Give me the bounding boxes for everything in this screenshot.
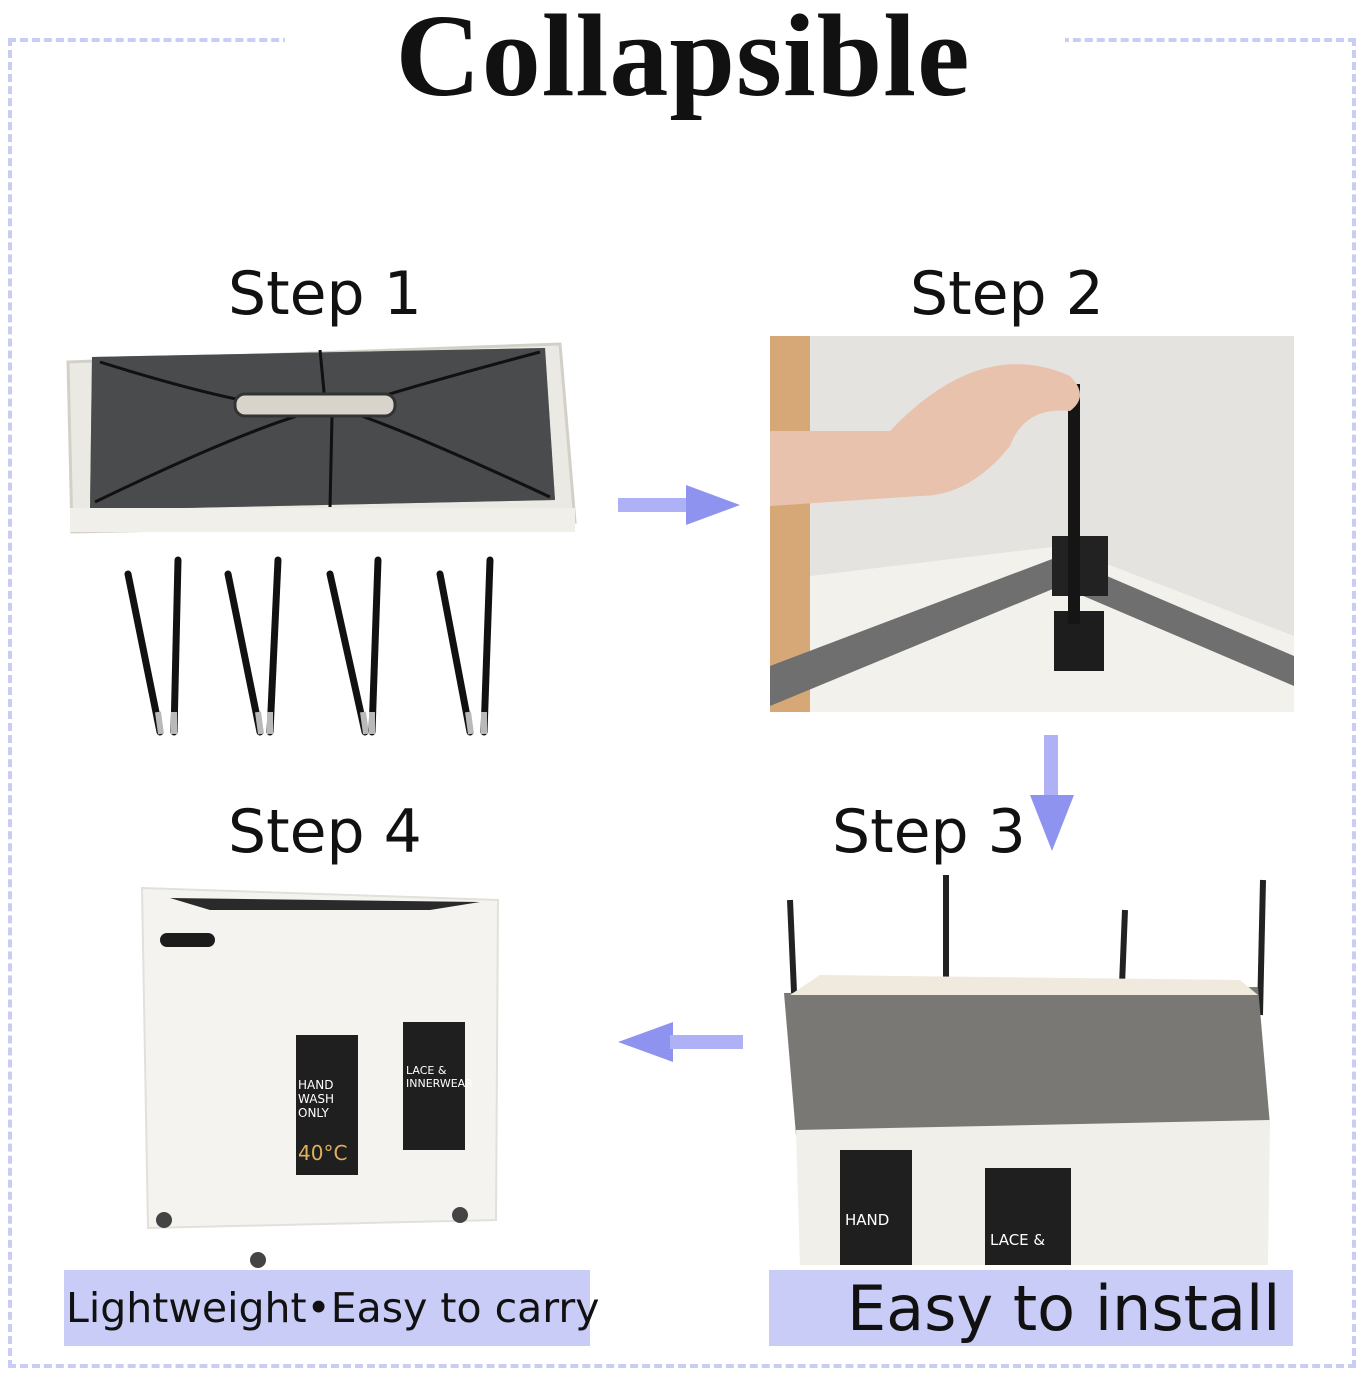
step-2-label: Step 2 (910, 259, 1104, 329)
step-1-photo (60, 332, 600, 742)
hand-wash-tag: HAND (298, 1078, 334, 1092)
step3-lace-label: LACE & (990, 1231, 1045, 1249)
arrow-down-icon (1030, 735, 1074, 851)
arrow-left-icon (618, 1022, 743, 1062)
arrow-right-icon (618, 485, 740, 525)
caption-lightweight: Lightweight•Easy to carry (64, 1270, 600, 1346)
step-4-label: Step 4 (228, 797, 422, 867)
step3-hand-label: HAND (845, 1211, 889, 1229)
caption-easy-install: Easy to install (769, 1270, 1293, 1346)
step-4-photo: HAND WASH ONLY 40°C LACE & INNERWEAR (130, 880, 510, 1270)
lace-tag: LACE & (406, 1064, 447, 1077)
title-backdrop (285, 0, 1065, 110)
innerwear-tag: INNERWEAR (406, 1077, 473, 1090)
step-3-photo: HAND LACE & (770, 875, 1294, 1265)
step-2-photo (770, 336, 1294, 712)
step-1-label: Step 1 (228, 259, 422, 329)
page-title: Collapsible (395, 0, 971, 121)
wash-only-tag: WASH ONLY (298, 1092, 335, 1120)
step-3-label: Step 3 (832, 797, 1026, 867)
temperature-tag: 40°C (298, 1141, 348, 1165)
